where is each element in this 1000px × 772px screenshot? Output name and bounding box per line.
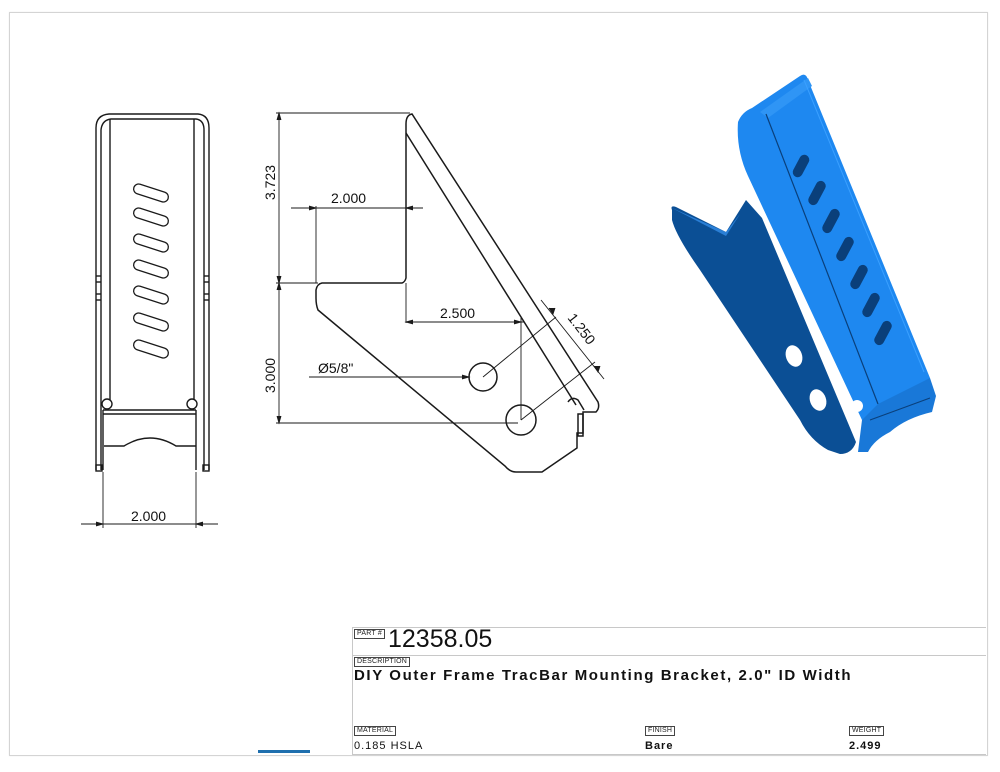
material-label: MATERIAL (354, 726, 397, 736)
side-view (315, 113, 600, 473)
title-block-top-border (352, 627, 986, 628)
title-block-left-border (352, 627, 353, 754)
description-label: DESCRIPTION (354, 657, 411, 667)
iso-hole-lower (809, 389, 827, 411)
description-text: DIY Outer Frame TracBar Mounting Bracket… (354, 667, 853, 684)
weight-label: WEIGHT (849, 726, 885, 736)
iso-view (671, 74, 936, 454)
thumbnail-scrollbar-mark (258, 750, 310, 753)
upper-height-dimension: 3.723 (262, 165, 278, 200)
front-slots (132, 183, 170, 359)
iso-hole-upper (785, 345, 803, 367)
side-view-dimensions (276, 111, 605, 425)
finish-label: FINISH (645, 726, 676, 736)
top-offset-dimension: 2.000 (331, 190, 366, 206)
title-block-bottom-border (352, 754, 986, 755)
hole-offset-dimension: 2.500 (440, 305, 475, 321)
front-width-dimension: 2.000 (131, 508, 166, 524)
iso-slots (792, 154, 892, 346)
weight-value: 2.499 (849, 740, 882, 752)
material-value: 0.185 HSLA (354, 740, 424, 752)
finish-value: Bare (645, 740, 674, 752)
hole-spacing-dimension: 1.250 (565, 310, 599, 348)
front-view (81, 113, 218, 528)
title-block: PART # 12358.05 DESCRIPTION DIY Outer Fr… (352, 625, 986, 755)
title-block-divider (352, 655, 986, 656)
hole-diameter-label: Ø5/8" (318, 360, 353, 376)
lower-height-dimension: 3.000 (262, 358, 278, 393)
part-number-label: PART # (354, 629, 385, 639)
part-number: 12358.05 (388, 625, 493, 653)
